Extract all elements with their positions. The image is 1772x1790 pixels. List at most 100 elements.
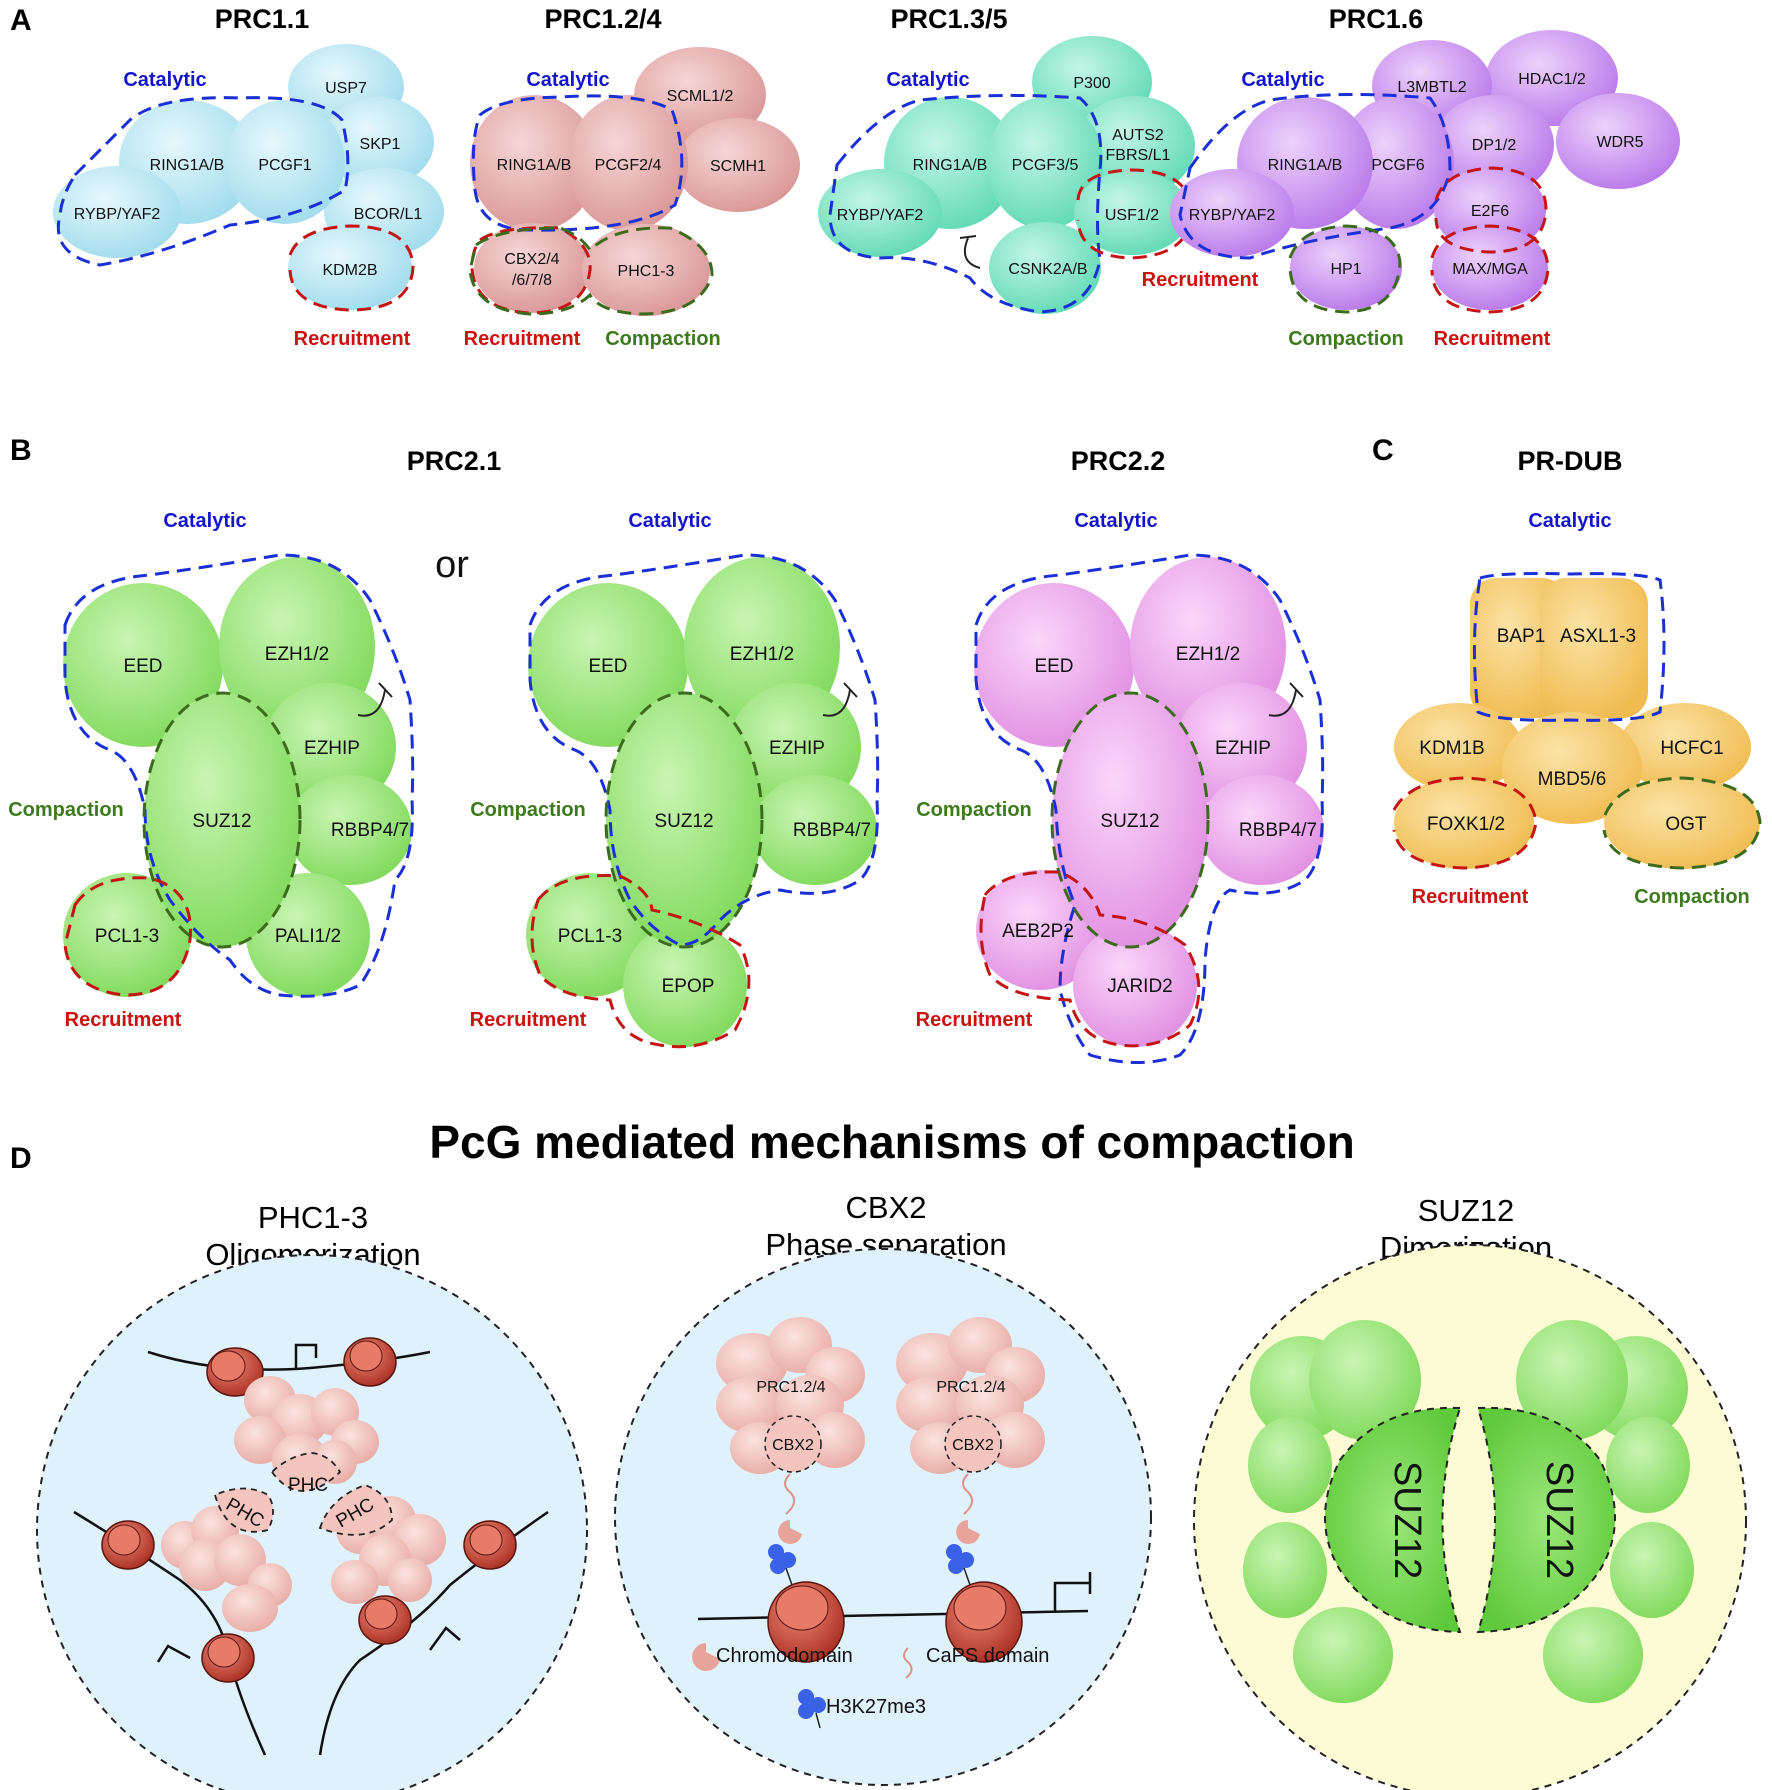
subunit-label: HDAC1/2 bbox=[1518, 71, 1586, 88]
catalytic-label: Catalytic bbox=[1241, 69, 1324, 91]
nucleosome bbox=[358, 1595, 412, 1645]
recruitment-outline bbox=[1430, 224, 1550, 314]
subunit-bubble bbox=[526, 873, 654, 997]
recruitment-label: Recruitment bbox=[464, 328, 581, 350]
subunit-bubble bbox=[818, 169, 942, 257]
chromodomain bbox=[956, 1520, 980, 1544]
recruitment-label: Recruitment bbox=[470, 1009, 587, 1031]
compaction-outline bbox=[142, 691, 302, 949]
phc-label: PHC bbox=[288, 1475, 328, 1496]
catalytic-outline bbox=[56, 96, 350, 267]
legend-caps-domain: CaPS domain bbox=[926, 1645, 1049, 1667]
complex-label: PRC1.2/4 bbox=[936, 1379, 1005, 1396]
subunit-label: EED bbox=[123, 656, 162, 677]
cbx2-label: CBX2 bbox=[772, 1437, 814, 1454]
subunit-label: PCGF1 bbox=[258, 157, 311, 174]
inhibition-bar bbox=[1289, 682, 1304, 698]
subunit-bubble bbox=[1619, 703, 1751, 791]
compaction-outline bbox=[468, 226, 714, 316]
catalytic-outline bbox=[974, 553, 1325, 1064]
subunit-bubble bbox=[989, 222, 1101, 314]
inhibition-arrow bbox=[357, 689, 386, 717]
subunit-label: SCML1/2 bbox=[667, 88, 734, 105]
catalytic-outline bbox=[1472, 572, 1666, 722]
recruitment-outline bbox=[530, 874, 751, 1049]
subunit-label: PHC1-3 bbox=[618, 263, 675, 280]
subunit-label: MBD5/6 bbox=[1538, 769, 1607, 790]
subunit-bubble bbox=[1540, 578, 1648, 718]
subunit-bubble bbox=[1074, 171, 1190, 255]
panel-letter-c: C bbox=[1372, 434, 1394, 467]
subunit-bubble bbox=[1556, 93, 1680, 189]
compaction-label: Compaction bbox=[470, 799, 586, 821]
catalytic-label: Catalytic bbox=[526, 69, 609, 91]
prc1-2-4-title: PRC1.2/4 bbox=[544, 4, 661, 34]
legend-h3k27me3: H3K27me3 bbox=[826, 1696, 926, 1718]
subunit-bubble bbox=[1394, 777, 1534, 869]
or-connector: or bbox=[435, 544, 469, 586]
prc1-1-title: PRC1.1 bbox=[215, 4, 310, 34]
subunit-label: AUTS2 bbox=[1112, 127, 1164, 144]
caps-domain bbox=[962, 1473, 974, 1515]
subunit-bubble bbox=[470, 95, 598, 231]
suz12-label-left: SUZ12 bbox=[1386, 1461, 1428, 1579]
recruitment-outline bbox=[1392, 776, 1538, 870]
compaction-label: Compaction bbox=[605, 328, 721, 350]
subunit-label: USF1/2 bbox=[1105, 207, 1159, 224]
subunit-bubble bbox=[474, 223, 590, 313]
subunit-label: PCL1-3 bbox=[558, 926, 622, 947]
subunit-label: HCFC1 bbox=[1660, 738, 1723, 759]
subunit-label: SUZ12 bbox=[192, 811, 251, 832]
prc1-3-5-diagram: PRC1.3/5 Catalytic Recruitment P300 RING… bbox=[818, 4, 1259, 314]
subunit-label: RING1A/B bbox=[497, 157, 572, 174]
subunit-label: SCMH1 bbox=[710, 158, 766, 175]
nucleosome bbox=[101, 1520, 155, 1570]
subunit-label: RYBP/YAF2 bbox=[74, 206, 161, 223]
legend-chromodomain: Chromodomain bbox=[716, 1645, 853, 1667]
prc1-2-4-complex bbox=[716, 1317, 865, 1474]
recruitment-label: Recruitment bbox=[1142, 269, 1259, 291]
subunit-label: SUZ12 bbox=[1100, 811, 1159, 832]
subunit-bubble bbox=[1434, 95, 1554, 195]
subunit-label: EZHIP bbox=[769, 738, 825, 759]
subunit-label: RING1A/B bbox=[150, 157, 225, 174]
subunit-bubble bbox=[63, 583, 223, 747]
compaction-outline bbox=[1288, 224, 1402, 314]
catalytic-label: Catalytic bbox=[123, 69, 206, 91]
prc1-6-diagram: PRC1.6 Catalytic Compaction Recruitment … bbox=[1170, 4, 1680, 350]
nucleosome bbox=[945, 1581, 1023, 1663]
recruitment-label: Recruitment bbox=[294, 328, 411, 350]
subunit-label: KDM2B bbox=[322, 262, 377, 279]
prc2-2-diagram: Catalytic Compaction Recruitment EED EZH… bbox=[916, 510, 1325, 1064]
subunit-label: CBX2/4 bbox=[504, 251, 559, 268]
suz12-circle bbox=[1193, 1244, 1747, 1790]
cbx2-title-line1: CBX2 bbox=[846, 1190, 927, 1225]
chromodomain-legend-icon bbox=[692, 1643, 720, 1671]
subunit-label: PCGF3/5 bbox=[1012, 157, 1079, 174]
inhibition-arrow bbox=[1268, 689, 1297, 717]
subunit-label: BCOR/L1 bbox=[354, 206, 423, 223]
subunit-bubble bbox=[1338, 97, 1454, 229]
subunit-label: EZH1/2 bbox=[730, 644, 794, 665]
panel-letter-b: B bbox=[10, 434, 32, 467]
subunit-label: USP7 bbox=[325, 80, 367, 97]
subunit-label: EED bbox=[588, 656, 627, 677]
subunit-label: ASXL1-3 bbox=[1560, 626, 1636, 647]
chromodomain bbox=[778, 1520, 802, 1544]
subunit-label: FBRS/L1 bbox=[1106, 147, 1171, 164]
compaction-outline bbox=[604, 691, 764, 949]
subunit-label: JARID2 bbox=[1107, 976, 1172, 997]
cbx2-phase-separation: CBX2 Phase separation PRC1.2/4 CBX2 bbox=[614, 1190, 1152, 1786]
dna-strand bbox=[697, 1609, 1089, 1621]
subunit-label: SUZ12 bbox=[654, 811, 713, 832]
subunit-bubble bbox=[1052, 693, 1208, 947]
nucleosome bbox=[201, 1633, 255, 1683]
catalytic-label: Catalytic bbox=[628, 510, 711, 532]
caps-domain bbox=[784, 1473, 796, 1515]
prc2-2-title: PRC2.2 bbox=[1071, 446, 1166, 476]
subunit-bubble bbox=[1290, 226, 1402, 310]
subunit-label: /6/7/8 bbox=[512, 272, 552, 289]
recruitment-label: Recruitment bbox=[1434, 328, 1551, 350]
nucleosome bbox=[463, 1520, 517, 1570]
inhibition-arrow bbox=[822, 689, 851, 717]
